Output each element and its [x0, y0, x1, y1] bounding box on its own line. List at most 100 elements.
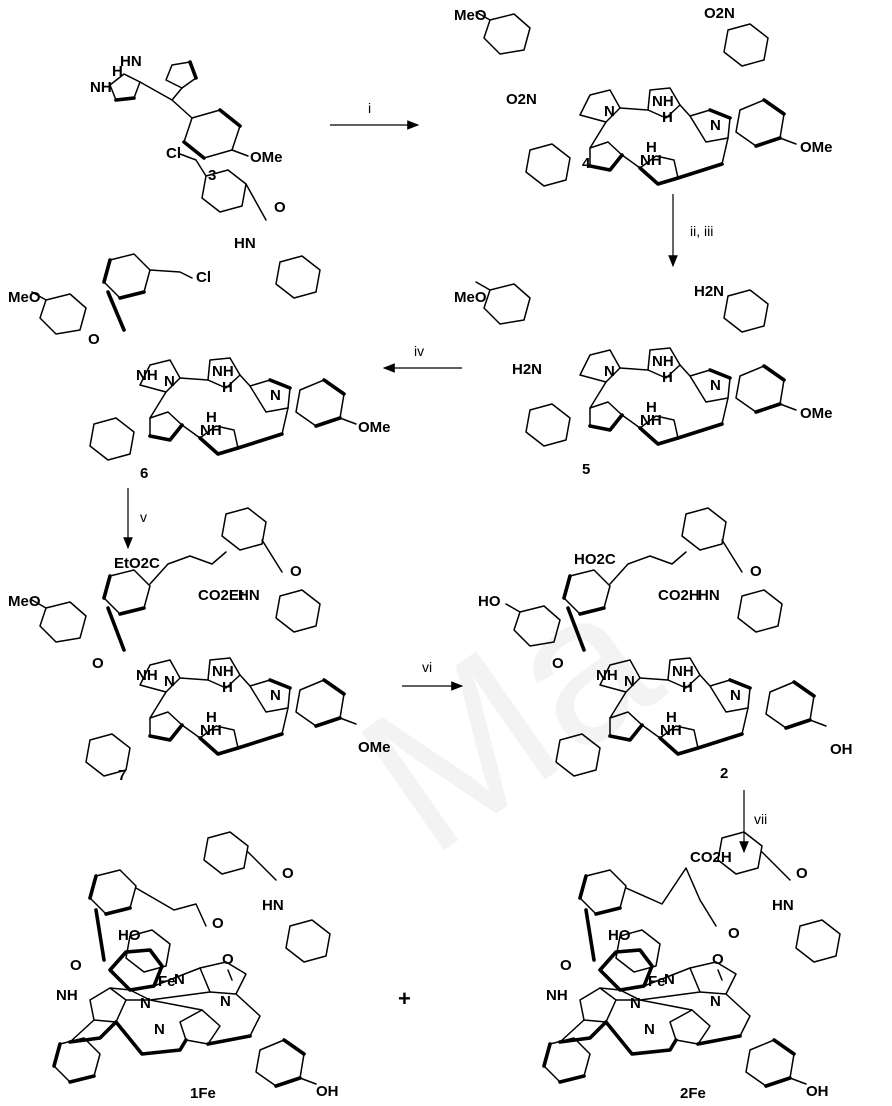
o-label: O	[222, 951, 234, 968]
hn-label: HN	[772, 897, 794, 914]
compound-4-structure: NH H NH H N N	[578, 86, 732, 186]
co2h-label: CO2H	[690, 849, 732, 866]
compound-6-structure: NH H NH H N N NH	[136, 356, 292, 456]
condition-vi: vi	[422, 659, 432, 675]
compound-label-3: 3	[208, 167, 216, 184]
compound-label-1fe: 1Fe	[190, 1085, 216, 1102]
o-label: O	[88, 331, 100, 348]
h2n-label: H2N	[512, 361, 542, 378]
condition-iv: iv	[414, 343, 424, 359]
aminophenyl-ring	[525, 403, 571, 447]
n-label: N	[164, 673, 175, 690]
o-label: O	[552, 655, 564, 672]
compound-label-7: 7	[118, 767, 126, 784]
nh-label: NH	[640, 412, 662, 429]
meo-label: MeO	[454, 7, 487, 24]
chloromethylbenzoyl-ring	[102, 252, 152, 300]
aminophenyl-ring	[723, 289, 769, 333]
o-label: O	[750, 563, 762, 580]
nh-label: NH	[652, 353, 674, 370]
n-label: N	[710, 117, 721, 134]
n-label: N	[644, 1021, 655, 1038]
o-label: O	[92, 655, 104, 672]
n-label: N	[664, 971, 675, 988]
o-label: O	[212, 915, 224, 932]
hn-label: HN	[120, 53, 142, 70]
oh-label: OH	[830, 741, 853, 758]
n-label: N	[604, 363, 615, 380]
nh-label: NH	[212, 663, 234, 680]
benzyl-ring	[102, 568, 152, 616]
nh-label: NH	[136, 667, 158, 684]
ho-label: HO	[118, 927, 141, 944]
n-label: N	[140, 995, 151, 1012]
benzyl-ring	[88, 868, 138, 916]
anilide-ring	[89, 417, 135, 461]
o-label: O	[274, 199, 286, 216]
ome-label: OMe	[358, 419, 391, 436]
n-label: N	[270, 387, 281, 404]
compound-label-2fe: 2Fe	[680, 1085, 706, 1102]
chloromethyl-arm	[149, 269, 193, 279]
anisyl-ring	[734, 98, 798, 148]
condition-v: v	[140, 509, 147, 525]
benzyl-ring	[578, 868, 628, 916]
o-label: O	[282, 865, 294, 882]
h-label: H	[682, 679, 693, 696]
ester-strap	[135, 887, 207, 927]
o-label: O	[728, 925, 740, 942]
hn-label: HN	[238, 587, 260, 604]
o-label: O	[796, 865, 808, 882]
ho2c-label: HO2C	[574, 551, 616, 568]
ho-label: HO	[478, 593, 501, 610]
h-label: H	[206, 409, 217, 426]
ome-label: OMe	[358, 739, 391, 756]
hn-label: HN	[234, 235, 256, 252]
chloromethyl-arm	[179, 153, 207, 177]
n-label: N	[604, 103, 615, 120]
cl-label: Cl	[166, 145, 181, 162]
h-label: H	[222, 679, 233, 696]
nh-label: NH	[652, 93, 674, 110]
nh-label: NH	[56, 987, 78, 1004]
n-label: N	[630, 995, 641, 1012]
meo-label: MeO	[8, 289, 41, 306]
benzyl-ring	[221, 507, 267, 551]
hydroxyphenyl-ring	[744, 1038, 808, 1088]
anisyl-ring	[294, 378, 358, 428]
h-label: H	[662, 109, 673, 126]
o-label: O	[70, 957, 82, 974]
h-label: H	[662, 369, 673, 386]
nh-label: NH	[90, 79, 112, 96]
amide-bond	[106, 606, 126, 652]
h2n-label: H2N	[694, 283, 724, 300]
compound-label-4: 4	[582, 155, 591, 172]
n-label: N	[164, 373, 175, 390]
compound-label-6: 6	[140, 465, 148, 482]
co2et-label: CO2Et	[198, 587, 244, 604]
no2-label: O2N	[704, 5, 735, 22]
anilide-ring	[275, 589, 321, 633]
co2h-label: CO2H	[658, 587, 700, 604]
n-label: N	[710, 377, 721, 394]
anilide-ring	[52, 1036, 102, 1084]
nh-label: NH	[672, 663, 694, 680]
n-label: N	[154, 1021, 165, 1038]
nh-label: NH	[136, 367, 158, 384]
ome-label: OMe	[250, 149, 283, 166]
compound-label-5: 5	[582, 461, 590, 478]
nh-label: NH	[640, 152, 662, 169]
amide-bond	[94, 908, 106, 962]
n-label: N	[220, 993, 231, 1010]
compound-5-structure: NH H NH H N N	[578, 346, 732, 446]
benzoyl-ring	[203, 831, 249, 875]
oh-label: OH	[806, 1083, 829, 1100]
eto2c-label: EtO2C	[114, 555, 160, 572]
nh-label: NH	[596, 667, 618, 684]
hydroxyphenyl-ring	[764, 680, 828, 730]
nh-label: NH	[200, 422, 222, 439]
h-label: H	[222, 379, 233, 396]
compound-7-structure: NH H NH H N N NH	[136, 656, 292, 756]
condition-vii: vii	[754, 811, 767, 827]
